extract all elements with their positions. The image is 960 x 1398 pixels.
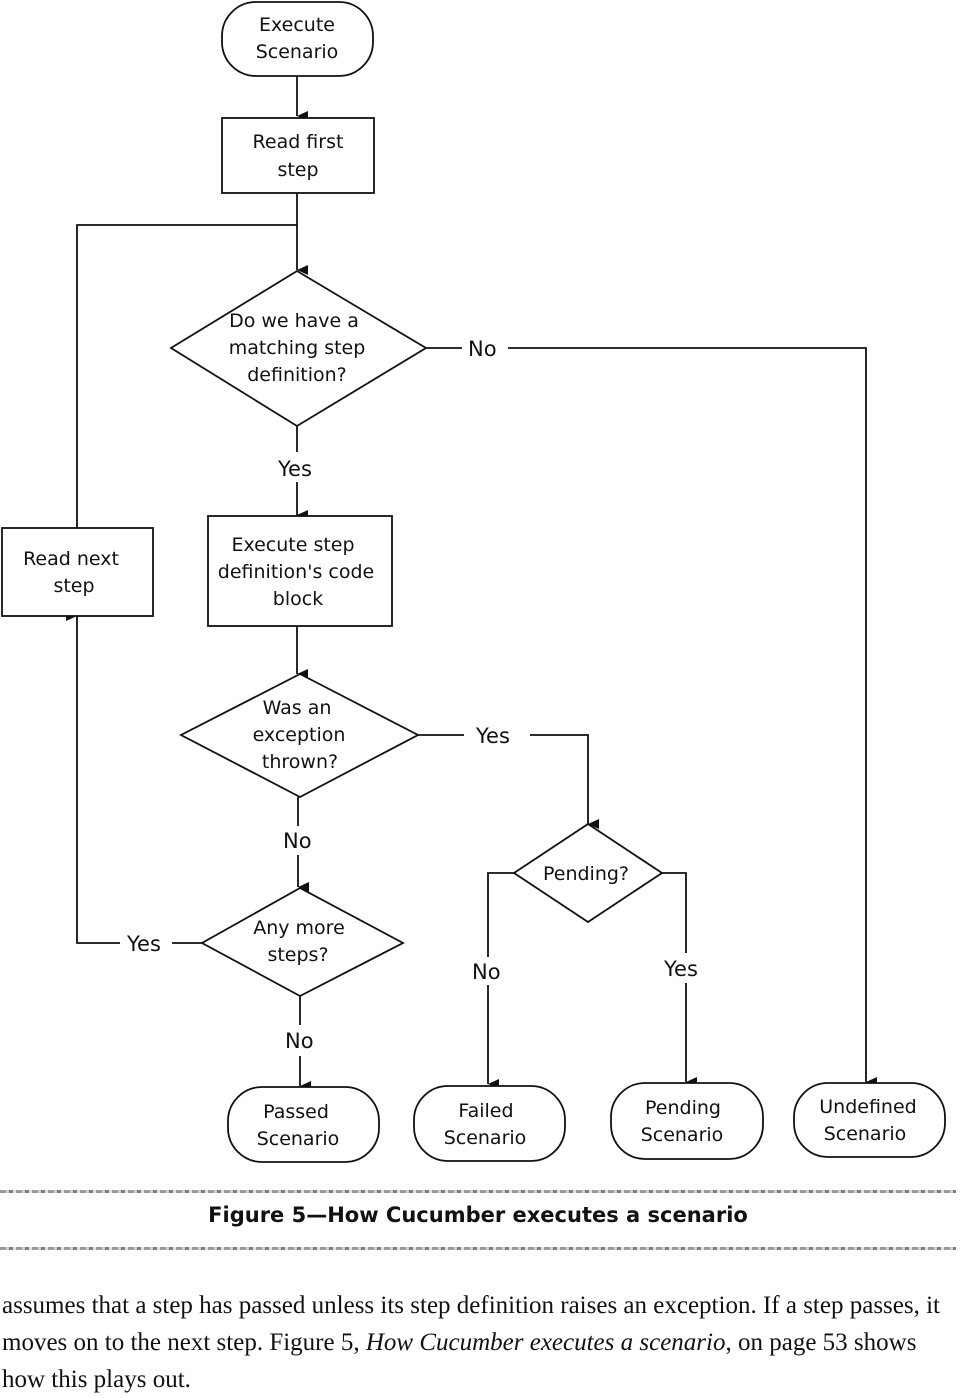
node-matching-line-3: definition?: [247, 364, 347, 386]
label-pending-yes: Yes: [663, 957, 698, 981]
node-failed-line-2: Scenario: [444, 1127, 527, 1149]
body-text-part-1: assumes that a step has passed unless it…: [2, 1292, 940, 1356]
node-read-next-step: Read next step: [1, 527, 154, 617]
node-passed-scenario: Passed Scenario: [227, 1086, 380, 1163]
node-undefined-line-1: Undefined: [819, 1096, 916, 1118]
node-any-more-line-2: steps?: [267, 944, 328, 966]
edge-matching-no-to-undefined: [508, 347, 877, 1087]
edge-pending-no-stub: [487, 872, 514, 957]
node-matching-step-definition: Do we have a matching step definition?: [169, 269, 428, 428]
node-pending-line-1: Pending?: [543, 863, 629, 885]
body-paragraph: assumes that a step has passed unless it…: [2, 1287, 958, 1398]
node-pending-scenario: Pending Scenario: [610, 1082, 764, 1160]
label-exception-no: No: [283, 829, 312, 853]
figure-caption: Figure 5—How Cucumber executes a scenari…: [208, 1203, 748, 1227]
node-failed-line-1: Failed: [458, 1100, 513, 1122]
node-read-first-step: Read first step: [221, 117, 375, 194]
caption-rule-top: [0, 1190, 956, 1193]
node-exception-line-1: Was an: [263, 697, 332, 719]
node-read-next-step-line-1: Read next: [23, 548, 119, 570]
node-read-first-step-line-2: step: [277, 159, 318, 181]
node-failed-scenario: Failed Scenario: [413, 1085, 566, 1162]
node-passed-line-1: Passed: [263, 1101, 329, 1123]
node-pending: Pending?: [512, 822, 664, 924]
node-pending-scenario-line-2: Scenario: [641, 1124, 724, 1146]
node-pending-scenario-line-1: Pending: [645, 1097, 721, 1119]
node-execute-step-line-2: definition's code: [218, 561, 374, 583]
label-exception-yes: Yes: [475, 724, 510, 748]
node-read-next-step-line-2: step: [53, 575, 94, 597]
label-more-steps-yes: Yes: [126, 932, 161, 956]
edges: [66, 76, 877, 1091]
node-exception-thrown: Was an exception thrown?: [179, 672, 420, 799]
node-any-more-line-1: Any more: [253, 917, 345, 939]
edge-read-next-loop-back: [76, 224, 297, 528]
caption-rule-bottom: [0, 1247, 956, 1250]
label-matching-yes: Yes: [277, 457, 312, 481]
node-execute-step-definition: Execute step definition's code block: [207, 515, 393, 627]
node-matching-line-1: Do we have a: [229, 310, 359, 332]
edge-exception-yes-to-pending: [530, 734, 599, 829]
node-execute-scenario: Execute Scenario: [221, 1, 374, 77]
node-exception-line-3: thrown?: [262, 751, 338, 773]
node-execute-step-line-3: block: [273, 588, 323, 610]
label-matching-no: No: [468, 337, 497, 361]
node-execute-scenario-line-1: Execute: [259, 14, 335, 36]
node-matching-line-2: matching step: [229, 337, 366, 359]
edge-more-yes-to-read-next: [66, 611, 120, 944]
node-passed-line-2: Scenario: [257, 1128, 340, 1150]
node-execute-scenario-line-2: Scenario: [256, 41, 339, 63]
label-pending-no: No: [472, 960, 501, 984]
node-any-more-steps: Any more steps?: [200, 886, 405, 998]
node-undefined-scenario: Undefined Scenario: [793, 1082, 946, 1158]
body-text-part-2: , on page 53 shows how this plays out.: [2, 1329, 917, 1393]
node-execute-step-line-1: Execute step: [231, 534, 354, 556]
node-read-first-step-line-1: Read first: [253, 131, 344, 153]
label-more-steps-no: No: [285, 1029, 314, 1053]
edge-labels: No Yes Yes No Yes No No Yes: [126, 337, 698, 1053]
edge-pending-yes-stub: [662, 872, 687, 953]
figure-reference-link[interactable]: How Cucumber executes a scenario: [365, 1329, 726, 1356]
node-undefined-line-2: Scenario: [824, 1123, 907, 1145]
flowchart: No Yes Yes No Yes No No Yes Execute Scen…: [1, 1, 946, 1163]
node-exception-line-2: exception: [253, 724, 346, 746]
